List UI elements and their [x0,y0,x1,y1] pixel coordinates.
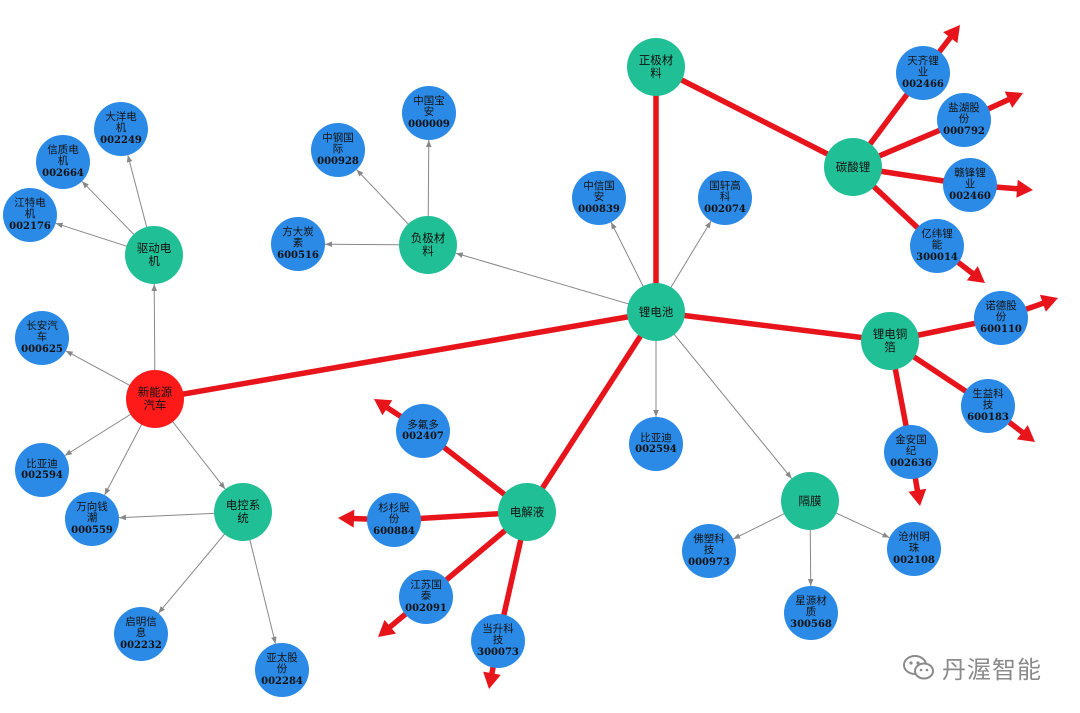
node-ecu[interactable] [214,483,272,541]
node-jinan[interactable] [884,425,938,479]
arrowhead-nuode [1039,294,1058,312]
edge-libat-electrolyte [524,309,659,515]
node-cufoil[interactable] [861,312,919,370]
node-zhonggang[interactable] [311,123,365,177]
node-libat[interactable] [627,283,685,341]
node-dayang[interactable] [94,102,148,156]
node-guoxuan[interactable] [698,171,752,225]
node-nuode[interactable] [974,291,1028,345]
arrowhead-ganfeng [1016,179,1033,198]
node-xinzhi[interactable] [36,135,90,189]
arrowhead-yanhu [1004,91,1023,108]
arrowhead-jiangsuguotai [378,619,397,637]
arrowhead-tianqi [943,25,960,44]
watermark-text: 丹渥智能 [942,656,1042,684]
node-fangda[interactable] [271,217,325,271]
node-tianqi[interactable] [896,46,950,100]
node-yiwei[interactable] [910,219,964,273]
edge-libat-separator [655,311,793,479]
node-layer [3,38,1028,697]
wechat-icon [903,654,934,679]
node-qiming[interactable] [114,607,168,661]
node-electrolyte[interactable] [498,483,556,541]
node-li2co3[interactable] [824,138,882,196]
watermark: 丹渥智能 [902,650,1042,685]
node-shengyi[interactable] [961,379,1015,433]
node-cangzhou[interactable] [887,522,941,576]
arrowhead-jinan [908,488,927,506]
arrowhead-duofuduo [374,399,393,416]
node-ganfeng[interactable] [943,158,997,212]
edge-libat-anode [455,252,657,313]
node-xingyuan[interactable] [784,586,838,640]
node-citic[interactable] [572,171,626,225]
arrowhead-shanshan [338,509,355,528]
edge-ev-libat [152,309,659,402]
node-cathode[interactable] [627,38,685,96]
edge-libat-cufoil [653,309,893,344]
node-jiangte[interactable] [3,188,57,242]
node-shanshan[interactable] [367,493,421,547]
node-zhongbaoan[interactable] [402,86,456,140]
edge-cathode-li2co3 [653,64,856,170]
node-yatai[interactable] [255,643,309,697]
node-wanxiang[interactable] [65,492,119,546]
node-separator[interactable] [781,472,839,530]
node-dangsheng[interactable] [471,614,525,668]
node-anode[interactable] [399,216,457,274]
node-ev[interactable] [126,370,184,428]
node-jiangsuguotai[interactable] [399,570,453,624]
node-duofuduo[interactable] [396,404,450,458]
node-foshan[interactable] [682,524,736,578]
node-changan[interactable] [15,311,69,365]
arrowhead-dangsheng [483,671,501,689]
node-byd1[interactable] [15,443,69,497]
node-byd2[interactable] [629,417,683,471]
node-drive[interactable] [125,226,183,284]
arrowhead-shengyi [1016,425,1035,442]
arrowhead-yiwei [966,266,985,283]
node-yanhu[interactable] [937,93,991,147]
